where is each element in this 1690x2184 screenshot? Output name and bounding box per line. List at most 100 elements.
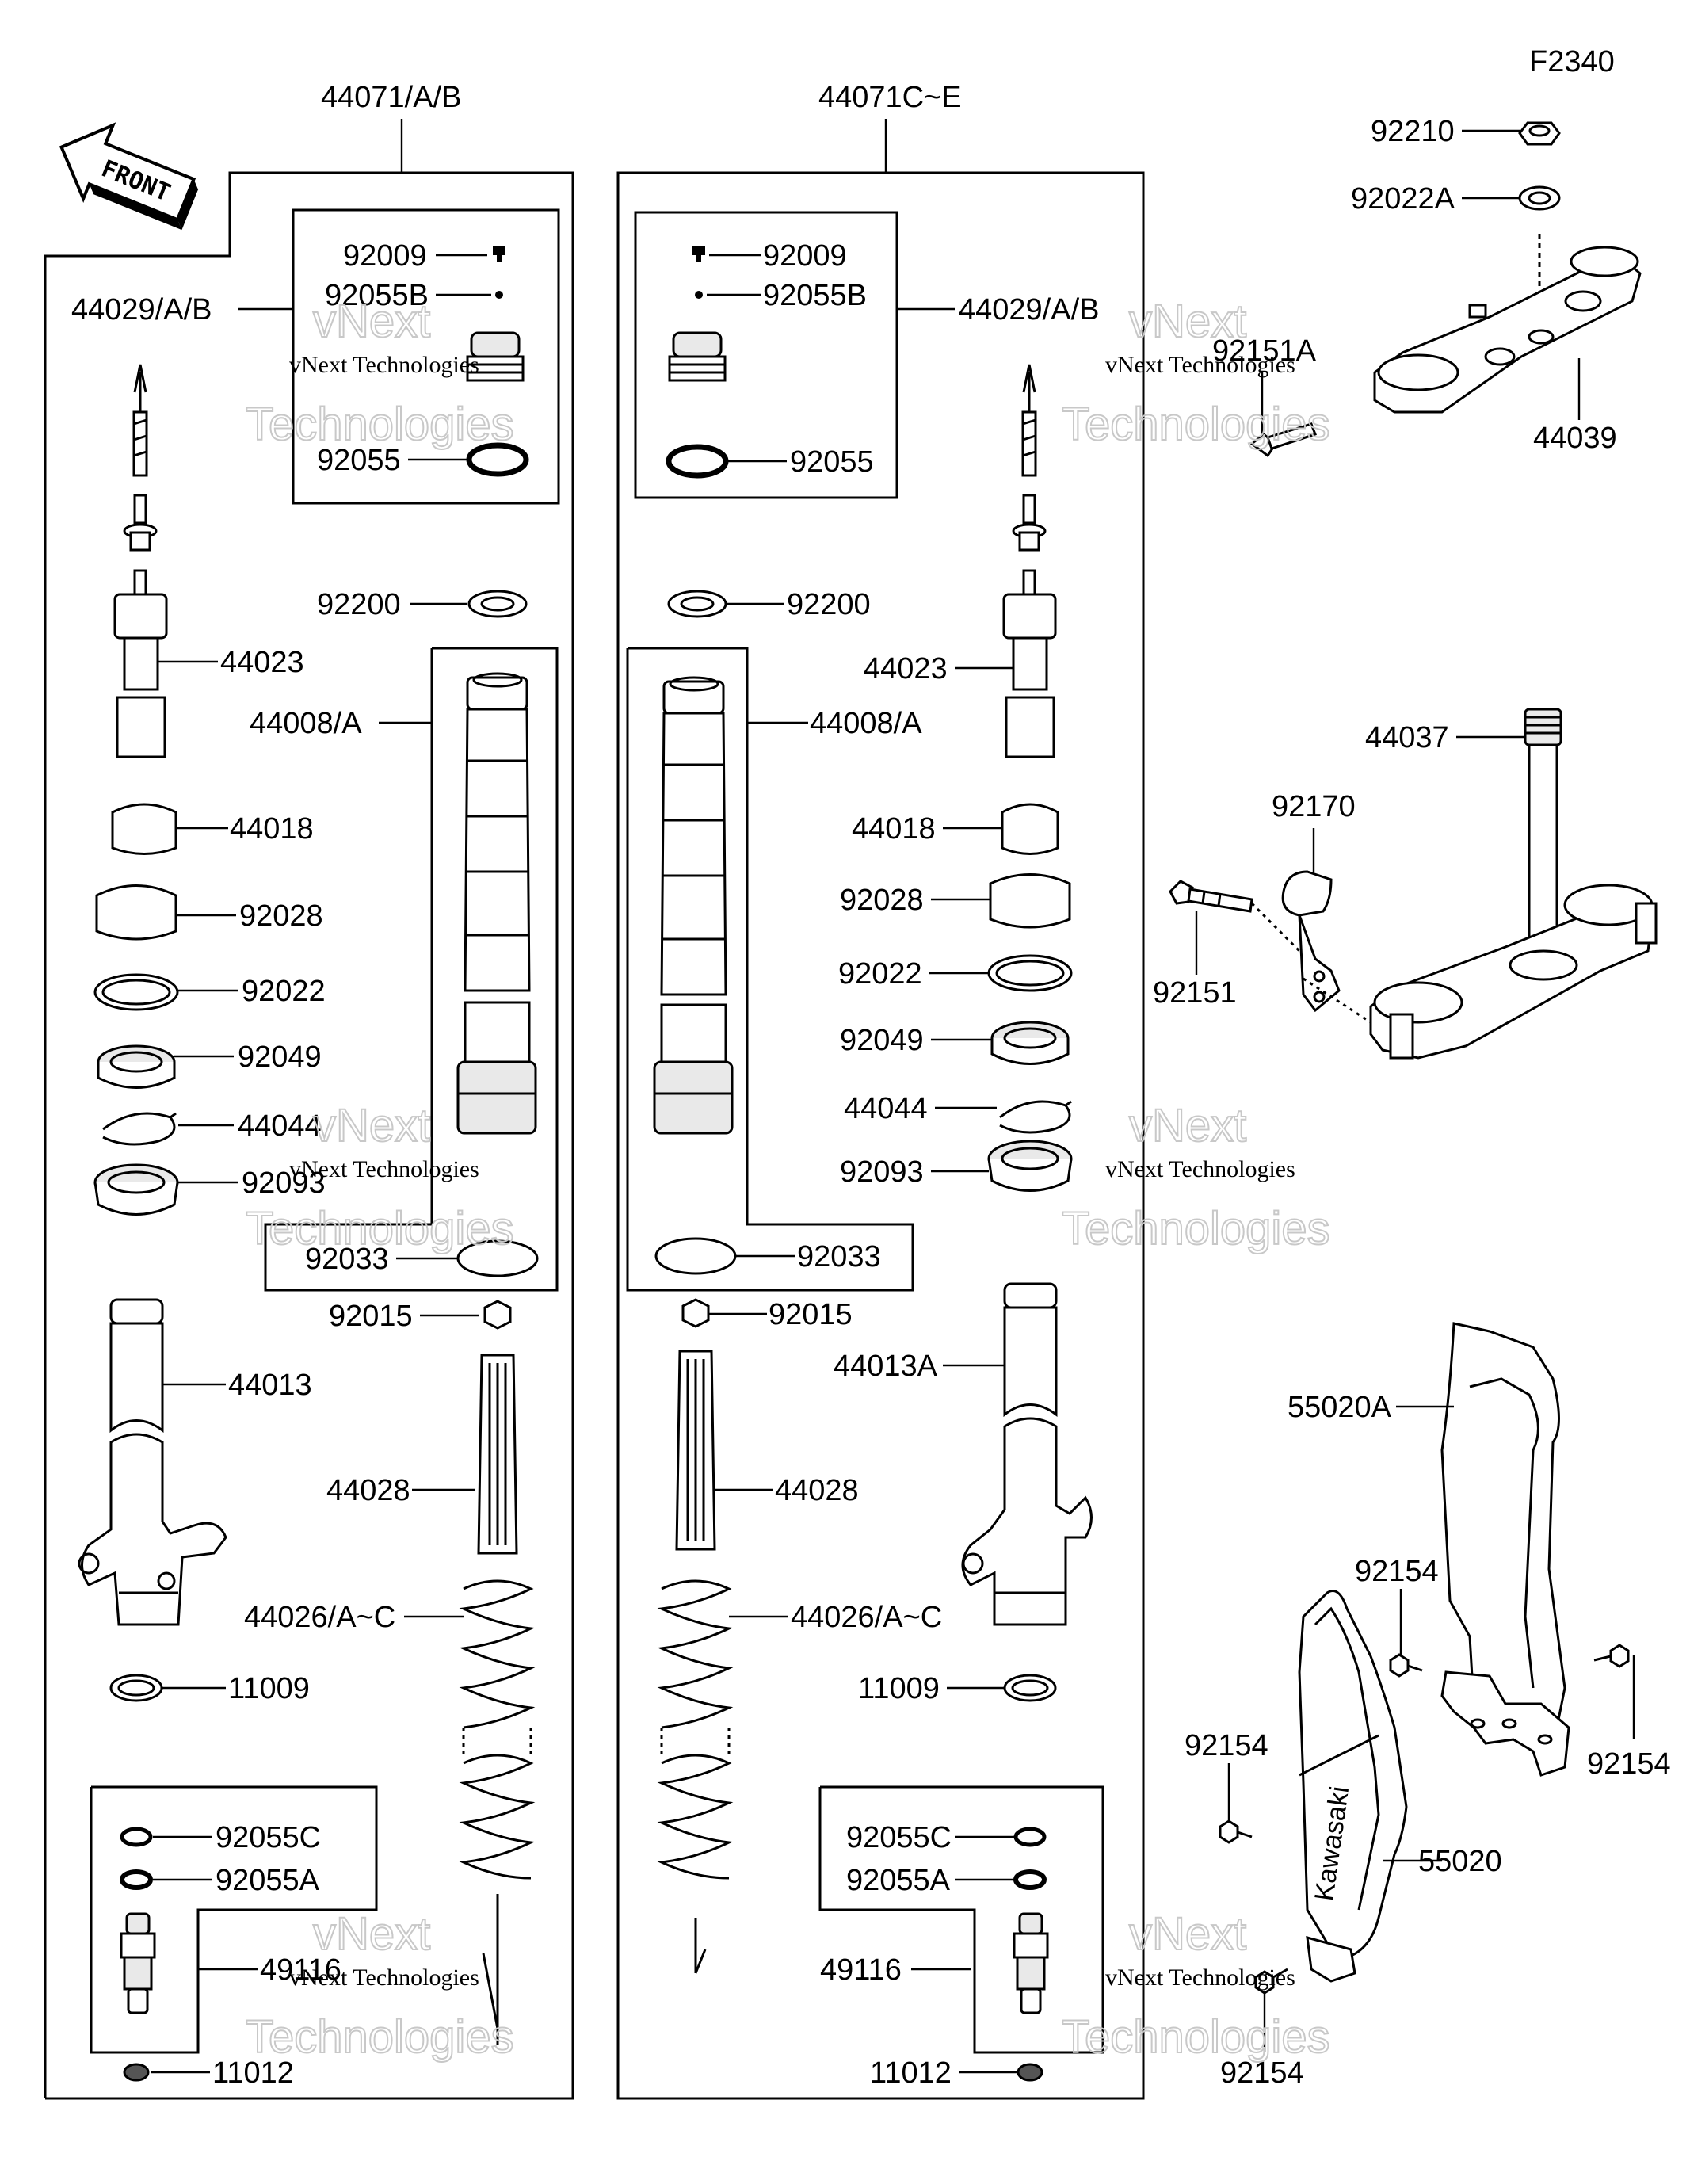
left-spring — [459, 1579, 536, 1880]
left-oil-seal — [97, 1044, 176, 1089]
upper-bolt-label: 92151A — [1212, 334, 1317, 368]
right-inner-tube-label: 44008/A — [810, 707, 922, 740]
left-assembly-frame: 44071/A/B — [44, 81, 574, 2100]
right-oring-small — [695, 291, 703, 299]
svg-text:vNext: vNext — [313, 1908, 430, 1960]
left-nut — [483, 1300, 512, 1330]
left-nut-label: 92015 — [329, 1300, 413, 1333]
guard-bolt-2 — [1593, 1644, 1630, 1668]
watermark-5: vNext Technologies vNext Technologies — [245, 1907, 515, 2064]
cable-clamp — [1281, 870, 1341, 1013]
guard-bolt-4-label: 92154 — [1220, 2056, 1304, 2090]
right-nut-label: 92015 — [769, 1298, 853, 1331]
left-valve — [120, 1912, 156, 2014]
right-oil-seal — [990, 1021, 1070, 1065]
left-inner-tube-label: 44008/A — [250, 707, 362, 740]
left-cap — [123, 2063, 150, 2082]
left-cylinder-label: 44028 — [326, 1474, 410, 1507]
left-dust-seal — [93, 1163, 179, 1216]
svg-text:Technologies: Technologies — [1062, 399, 1330, 450]
svg-text:vNext Technologies: vNext Technologies — [289, 352, 479, 378]
svg-text:vNext: vNext — [1129, 1908, 1246, 1960]
left-gasket-label: 11009 — [228, 1672, 310, 1705]
left-washer-label: 92200 — [317, 588, 401, 621]
right-guide-bushing — [989, 873, 1071, 929]
svg-text:vNext Technologies: vNext Technologies — [289, 1156, 479, 1182]
left-guide-bushing — [95, 884, 177, 941]
fork-guard-a — [1440, 1322, 1570, 1777]
left-inner-tube-box — [264, 647, 559, 1292]
right-outer-tube-label: 44013A — [834, 1350, 938, 1383]
left-oring-label: 92055 — [317, 444, 401, 477]
left-cylinder — [477, 1354, 518, 1555]
left-guide-bushing-label: 92028 — [239, 899, 323, 933]
right-cap-kit-label: 44029/A/B — [959, 293, 1099, 326]
left-dust-seal-label: 92093 — [242, 1166, 326, 1200]
left-outer-tube-label: 44013 — [228, 1369, 312, 1402]
right-oring-c-label: 92055C — [846, 1821, 952, 1854]
left-oring-a — [120, 1869, 153, 1890]
guard-bolt-3-label: 92154 — [1185, 1729, 1268, 1762]
upper-bolt — [1249, 422, 1317, 458]
svg-text:Technologies: Technologies — [1062, 2011, 1330, 2063]
svg-text:vNext: vNext — [313, 1100, 430, 1151]
right-nut — [681, 1298, 710, 1328]
left-valve-label: 49116 — [260, 1953, 341, 1987]
right-cylinder-label: 44028 — [775, 1474, 859, 1507]
right-circlip — [654, 1237, 737, 1275]
right-washer-label: 92200 — [787, 588, 871, 621]
right-dust-seal — [987, 1140, 1073, 1192]
right-oring-label: 92055 — [790, 445, 874, 479]
watermark-2: vNext Technologies vNext Technologies — [1061, 295, 1331, 451]
svg-text:Technologies: Technologies — [1062, 1203, 1330, 1254]
right-inner-tube-box — [626, 647, 914, 1292]
left-rod-assy — [113, 364, 168, 758]
right-rod-assy — [1002, 364, 1057, 758]
right-washer-seal-label: 92022 — [838, 957, 922, 991]
left-washer-seal-label: 92022 — [242, 975, 326, 1008]
right-valve-label: 49116 — [820, 1953, 902, 1987]
front-arrow: FRONT — [59, 122, 199, 231]
right-circlip-label: 92033 — [797, 1240, 881, 1273]
svg-text:Technologies: Technologies — [246, 2011, 514, 2063]
svg-text:vNext: vNext — [1129, 1100, 1246, 1151]
diagram-code: F2340 — [1529, 45, 1615, 78]
left-oring — [466, 442, 529, 477]
svg-text:vNext: vNext — [313, 296, 430, 347]
left-inner-tube — [456, 672, 537, 1135]
upper-nut-label: 92210 — [1371, 115, 1455, 148]
watermark-1: vNext Technologies vNext Technologies — [245, 295, 515, 451]
guard-bolt-2-label: 92154 — [1587, 1747, 1671, 1781]
right-dust-seal-label: 92093 — [840, 1155, 924, 1189]
right-oring-small-label: 92055B — [763, 279, 867, 312]
watermark-6: vNext Technologies vNext Technologies — [1061, 1907, 1331, 2064]
steering-stem-label: 44037 — [1365, 721, 1449, 754]
right-valve-cap — [668, 331, 727, 382]
right-screw — [692, 246, 705, 262]
left-bushing — [111, 803, 177, 855]
right-oring-c — [1013, 1827, 1047, 1847]
right-washer — [667, 590, 727, 618]
left-snap-ring — [102, 1112, 177, 1146]
right-cylinder — [675, 1350, 716, 1551]
right-gasket — [1003, 1674, 1057, 1702]
right-gasket-label: 11009 — [858, 1672, 940, 1705]
right-assembly-label: 44071C~E — [818, 81, 962, 114]
left-rod-assy-label: 44023 — [220, 646, 304, 679]
right-valve-box — [818, 1785, 1104, 2054]
right-oring-a-label: 92055A — [846, 1864, 951, 1897]
svg-text:vNext Technologies: vNext Technologies — [1105, 1156, 1295, 1182]
left-spring-label: 44026/A~C — [244, 1601, 395, 1634]
right-oring — [666, 444, 729, 479]
right-spring — [657, 1579, 734, 1880]
right-outer-tube — [961, 1282, 1093, 1626]
left-washer — [467, 590, 528, 618]
left-oring-c-label: 92055C — [216, 1821, 321, 1854]
right-snap-ring — [999, 1100, 1072, 1134]
left-cap-kit-box — [292, 208, 560, 505]
right-oring-a — [1013, 1869, 1047, 1890]
svg-text:vNext Technologies: vNext Technologies — [1105, 352, 1295, 378]
left-screw-label: 92009 — [343, 239, 427, 273]
